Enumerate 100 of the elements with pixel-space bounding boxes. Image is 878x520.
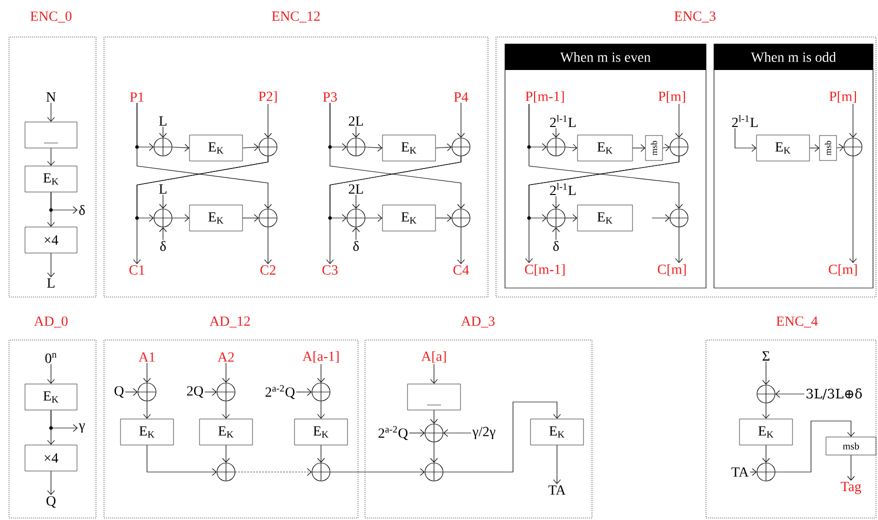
arrow [849, 104, 857, 138]
xor-circle [756, 462, 776, 482]
panel-title: AD_0 [34, 316, 68, 328]
xor-circle [346, 138, 366, 156]
arrow [762, 362, 770, 385]
function-box: E$_{K}$ [189, 134, 243, 162]
input-label: 2L [348, 184, 363, 194]
function-box: E$_{K}$ [382, 204, 436, 232]
function-box: E$_{K}$ [530, 418, 584, 446]
function-box: ×4 [24, 226, 78, 254]
arrow [750, 468, 757, 476]
input-label: 3L/3L⊕δ [806, 388, 862, 400]
arrow [408, 429, 425, 437]
input-label: δ [160, 241, 166, 251]
arrow [47, 410, 55, 445]
arrow [809, 144, 820, 152]
panel-title: AD_12 [210, 316, 250, 328]
case-title: When m is odd [750, 52, 836, 62]
arrow [430, 442, 438, 463]
xor-circle [312, 462, 330, 482]
input-label: γ/2γ [472, 426, 496, 440]
signal-label: C[m-1] [524, 264, 565, 276]
input-label: 2Q [187, 386, 204, 398]
signal-label: A1 [138, 352, 155, 362]
signal-label: P[m-1] [526, 91, 564, 103]
input-label: 2$^{l-1}$L [550, 114, 576, 128]
arrow [159, 126, 167, 138]
dotted-panel [364, 316, 592, 518]
function-box: E$_{K}$ [739, 418, 793, 446]
arrow [457, 102, 465, 138]
padding-box [24, 122, 78, 148]
input-label: TA [732, 467, 749, 477]
input-label: γ [78, 423, 85, 433]
panel-title: ENC_0 [30, 11, 72, 23]
input-label: TA [548, 485, 566, 495]
xor-circle [756, 384, 776, 404]
case-title: When m is even [560, 52, 651, 62]
arrow [317, 401, 325, 419]
xor-circle [312, 382, 330, 402]
function-box: E$_{K}$ [294, 418, 348, 446]
signal-label: P[m] [829, 91, 856, 103]
padding-box [407, 384, 461, 410]
arrow [146, 444, 217, 476]
arrow [143, 401, 151, 419]
signal-label: P4 [454, 92, 468, 102]
arrow [836, 144, 844, 152]
arrow [675, 104, 683, 138]
function-box: E$_{K}$ [24, 384, 78, 410]
case-panel [714, 44, 874, 288]
input-label: 0$^{n}$ [45, 353, 57, 363]
arrow [47, 148, 55, 166]
arrow [172, 214, 190, 222]
arrow [553, 444, 561, 484]
input-label: 2$^{a-2}$Q [378, 426, 408, 440]
arrow [847, 454, 855, 481]
input-label: Σ [762, 351, 770, 361]
arrow [352, 227, 360, 240]
arrow [222, 362, 230, 383]
xor-circle [844, 138, 862, 156]
signal-label: A[a-1] [302, 351, 339, 363]
msb-box: msb [819, 135, 837, 161]
xor-circle [216, 382, 236, 402]
arrow [435, 214, 452, 222]
input-label: 2L [348, 116, 363, 126]
input-label: Q [114, 386, 124, 398]
arrow [222, 444, 230, 463]
xor-circle [154, 138, 172, 156]
arrow [326, 156, 462, 264]
arrow [204, 388, 217, 396]
arrow [133, 156, 268, 264]
msb-box: msb [826, 436, 876, 456]
arrow [136, 102, 272, 209]
arrow [264, 227, 272, 264]
arrow [443, 429, 472, 437]
function-box: E$_{K}$ [120, 418, 174, 446]
arrow [632, 144, 646, 152]
function-box: E$_{K}$ [189, 204, 243, 232]
arrow [365, 144, 382, 152]
arrow [264, 104, 272, 138]
panel-title: AD_3 [461, 316, 495, 328]
arrow [552, 128, 560, 138]
xor-circle [670, 208, 688, 228]
input-label: L [159, 116, 166, 126]
signal-label: C3 [322, 265, 338, 275]
arrow [47, 252, 55, 278]
signal-label: A2 [218, 352, 234, 362]
input-label: δ [553, 241, 559, 251]
arrow [242, 143, 259, 152]
input-label: Q [46, 496, 56, 508]
signal-label: C1 [129, 265, 144, 275]
xor-circle [546, 138, 566, 156]
arrow [317, 364, 325, 383]
dotted-panel [8, 11, 96, 298]
arrow [443, 402, 561, 472]
input-label: 2$^{l-1}$L [732, 114, 758, 128]
arrow [734, 128, 756, 152]
arrow [457, 227, 465, 264]
signal-label: Tag [840, 482, 862, 494]
dotted-panel [104, 316, 358, 518]
arrow [317, 444, 325, 463]
